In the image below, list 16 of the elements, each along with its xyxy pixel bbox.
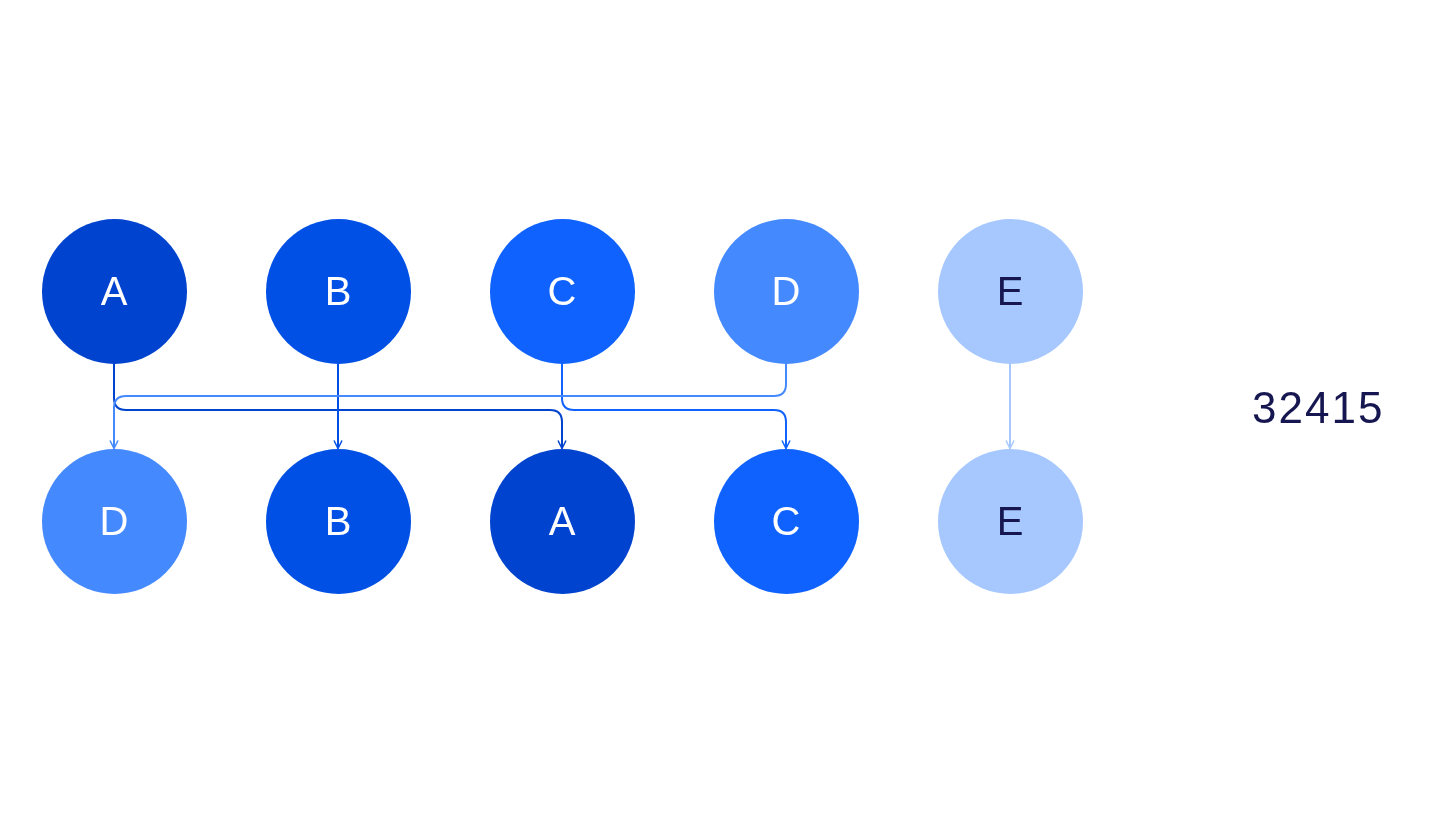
node-letter: D	[771, 268, 801, 314]
arrow	[561, 362, 791, 450]
node-letter: A	[548, 498, 576, 544]
node-letter: B	[324, 268, 352, 314]
node-letter: C	[547, 268, 577, 314]
node-letter: C	[771, 498, 801, 544]
arrow	[333, 362, 343, 450]
node-letter: B	[324, 498, 352, 544]
arrow	[109, 362, 787, 450]
node-letter: D	[99, 498, 129, 544]
sequence-number: 32415	[1252, 383, 1385, 433]
arrow	[113, 362, 567, 450]
node-letter: E	[996, 498, 1024, 544]
arrow	[1005, 362, 1015, 450]
node-letter: A	[100, 268, 128, 314]
node-letter: E	[996, 268, 1024, 314]
